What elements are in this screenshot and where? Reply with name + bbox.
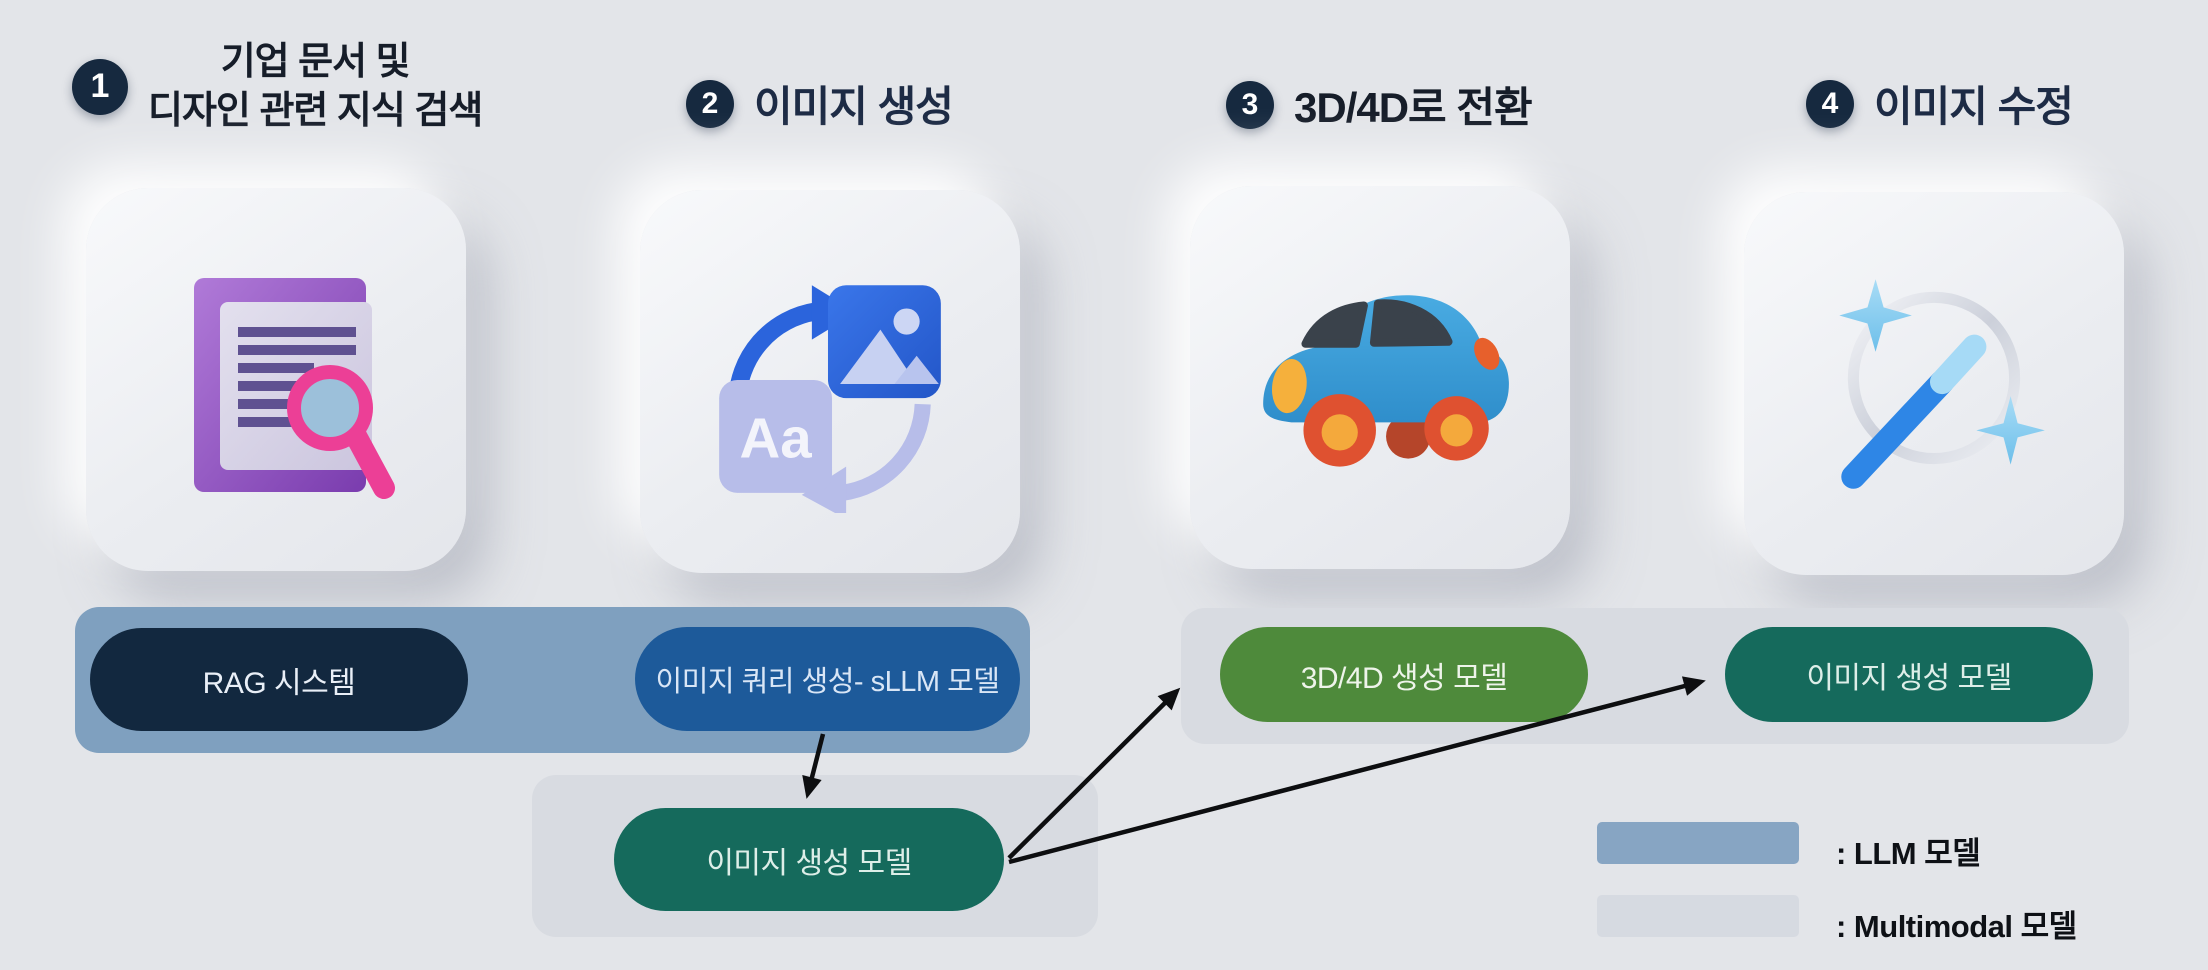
text-to-image-icon: Aa [719, 284, 941, 513]
step-1-header: 1 기업 문서 및 디자인 관련 지식 검색 [72, 38, 483, 135]
toy-car-icon [1263, 294, 1509, 467]
step-2-number: 2 [701, 86, 719, 120]
legend-llm-label: : LLM 모델 [1836, 836, 1981, 871]
step-1-title: 기업 문서 및 디자인 관련 지식 검색 [148, 38, 483, 135]
step-4-number: 4 [1821, 86, 1839, 120]
legend-llm-swatch [1597, 822, 1799, 864]
step-4-header: 4 이미지 수정 [1806, 73, 2074, 134]
magic-wand-icon [1839, 278, 2045, 489]
svg-text:Aa: Aa [740, 406, 813, 469]
step-1-title-line2: 디자인 관련 지식 검색 [148, 89, 483, 132]
step-3-card [1190, 186, 1570, 569]
step-1-number-badge: 1 [72, 58, 128, 115]
rag-system-pill: RAG 시스템 [90, 628, 468, 731]
step-4-title: 이미지 수정 [1874, 83, 2074, 130]
step-2-number-badge: 2 [686, 79, 734, 128]
sllm-model-pill: 이미지 쿼리 생성- sLLM 모델 [635, 627, 1020, 731]
step-3-number: 3 [1241, 87, 1259, 121]
3d4d-generation-model-pill: 3D/4D 생성 모델 [1220, 627, 1588, 722]
step-1-card [86, 188, 466, 571]
legend-multimodal-label: : Multimodal 모델 [1836, 909, 2077, 944]
step-2-card: Aa [640, 190, 1020, 573]
image-generation-model-pill-bottom: 이미지 생성 모델 [614, 808, 1004, 911]
step-2-header: 2 이미지 생성 [686, 73, 954, 134]
image-generation-model-pill-right: 이미지 생성 모델 [1725, 627, 2093, 722]
step-3-title: 3D/4D로 전환 [1294, 84, 1533, 131]
step-2-title: 이미지 생성 [754, 83, 954, 130]
step-4-number-badge: 4 [1806, 79, 1854, 128]
step-3-number-badge: 3 [1226, 80, 1274, 129]
step-1-number: 1 [90, 67, 110, 106]
step-1-title-line1: 기업 문서 및 [220, 41, 411, 83]
step-4-card [1744, 192, 2124, 575]
step-3-header: 3 3D/4D로 전환 [1226, 74, 1533, 135]
legend-multimodal-swatch [1597, 895, 1799, 937]
document-search-icon [194, 277, 395, 499]
